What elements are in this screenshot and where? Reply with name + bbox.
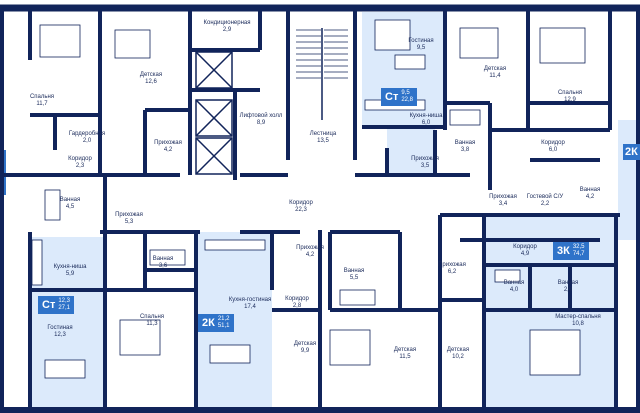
bed-icon	[329, 329, 371, 366]
sofa-icon	[209, 344, 251, 364]
apartment-highlights	[0, 12, 640, 412]
bathtub-icon	[339, 289, 376, 306]
bathtub-icon	[149, 249, 186, 266]
kitchen-counter-icon	[31, 239, 43, 286]
bed-icon	[114, 29, 151, 59]
bed-icon	[39, 24, 81, 58]
highlight-studio-left	[30, 237, 105, 412]
walls	[0, 4, 640, 413]
highlight-3k-right	[484, 215, 616, 412]
bathtub-icon	[494, 269, 521, 283]
bed-icon	[119, 319, 161, 356]
bathtub-icon	[449, 109, 481, 126]
furniture	[31, 19, 586, 379]
apartment-badge-2k-edge[interactable]: 2К	[623, 144, 640, 160]
bed-icon	[374, 19, 411, 51]
elevator-shafts	[195, 51, 233, 175]
highlight-studio-top-bath	[387, 127, 435, 175]
bed-icon	[459, 27, 499, 59]
bed-icon	[529, 329, 581, 376]
bathtub-icon	[44, 189, 61, 221]
staircase	[296, 28, 348, 120]
kitchen-counter-icon	[204, 239, 266, 251]
sofa-icon	[44, 359, 86, 379]
bed-icon	[539, 27, 586, 64]
corridor-fill	[100, 175, 540, 215]
sofa-icon	[394, 54, 426, 70]
